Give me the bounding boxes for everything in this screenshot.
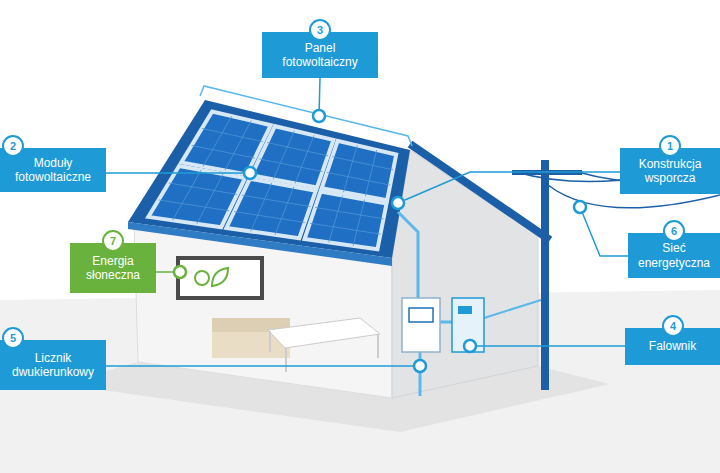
roof-edge: [410, 144, 550, 240]
cell-line: [197, 174, 223, 224]
callout-box: 3Panel fotowoltaiczny: [262, 32, 378, 78]
cell-line: [192, 145, 255, 158]
power-pole: [541, 160, 549, 390]
leader-line: [583, 213, 628, 256]
cable: [398, 212, 418, 298]
cell-line: [315, 207, 383, 218]
tv-screen: [178, 258, 262, 298]
leader-line: [106, 365, 413, 367]
cell-line: [259, 159, 322, 172]
callout-label: Sieć energetyczna: [636, 241, 712, 270]
leader-dot: [574, 201, 586, 213]
leader-line: [106, 172, 243, 174]
callout-box: 1Konstrukcja wsporcza: [620, 148, 720, 194]
callout-label: Licznik dwukierunkowy: [8, 351, 98, 380]
callout-label: Falownik: [649, 339, 696, 353]
inverter: [452, 298, 484, 352]
callout-label: Panel fotowoltaiczny: [270, 41, 370, 70]
cell-line: [332, 157, 393, 170]
leader-dot: [174, 266, 186, 278]
cell-line: [295, 135, 314, 183]
cell-line: [202, 128, 263, 141]
sun-icon: [195, 271, 209, 285]
cell-line: [327, 172, 390, 185]
cable: [419, 352, 422, 396]
cable: [440, 321, 452, 324]
cell-line: [353, 200, 364, 246]
callout-label: Energia słoneczna: [78, 254, 148, 283]
leader-line: [404, 172, 620, 200]
cell-line: [365, 150, 376, 196]
callout-number: 6: [663, 220, 685, 242]
leader-line: [156, 271, 173, 273]
cell-line: [329, 196, 343, 243]
cell-line: [203, 116, 232, 166]
cell-line: [159, 200, 230, 211]
leader-dot: [244, 167, 256, 179]
cell-line: [234, 212, 305, 223]
leaf-icon: [212, 268, 228, 286]
callout-number: 5: [2, 327, 24, 349]
leader-dot: [313, 110, 325, 122]
service-wire: [484, 300, 541, 318]
pv-panel: [226, 179, 315, 238]
callout-box: 6Sieć energetyczna: [628, 233, 720, 278]
callout-box: 4Falownik: [625, 328, 720, 365]
leader-dot: [464, 340, 476, 352]
cell-line: [173, 170, 202, 220]
bracket: [200, 86, 412, 146]
cell-line: [169, 183, 237, 194]
cell-line: [343, 145, 357, 192]
leader-line: [318, 78, 320, 109]
cell-line: [310, 223, 381, 234]
callout-label: Moduły fotowoltaiczne: [8, 156, 98, 185]
meter-box: [402, 298, 440, 352]
pv-panel: [251, 126, 333, 187]
inverter-display: [458, 306, 472, 314]
pv-panel: [305, 192, 387, 250]
leader-dot: [392, 197, 404, 209]
pv-panel: [322, 141, 397, 200]
callout-box: 5Licznik dwukierunkowy: [0, 340, 106, 390]
gable-wall: [392, 150, 538, 398]
callout-number: 2: [2, 135, 24, 157]
meter-display: [409, 308, 433, 322]
callout-number: 4: [662, 315, 684, 337]
cell-line: [273, 131, 294, 180]
callout-number: 7: [102, 230, 124, 252]
cell-line: [251, 183, 272, 232]
callout-number: 3: [309, 19, 331, 41]
table: [268, 318, 380, 348]
cell-line: [267, 143, 328, 156]
callout-box: 7Energia słoneczna: [70, 243, 156, 293]
cell-line: [225, 121, 251, 171]
cell-line: [242, 195, 310, 206]
pv-panels: [148, 111, 396, 249]
callout-number: 1: [659, 135, 681, 157]
callout-label: Konstrukcja wsporcza: [628, 157, 712, 186]
callout-box: 2Moduły fotowoltaiczne: [0, 148, 106, 192]
leader-line: [477, 345, 625, 347]
cell-line: [275, 187, 294, 235]
leader-dot: [414, 360, 426, 372]
